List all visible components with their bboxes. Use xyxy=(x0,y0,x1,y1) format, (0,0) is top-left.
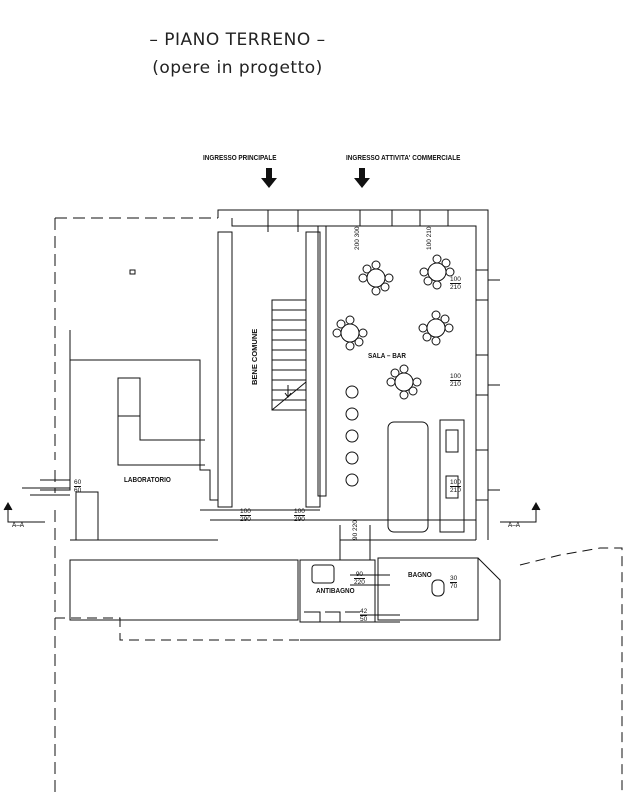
openings-lines xyxy=(22,210,500,623)
laboratorio-walls xyxy=(40,269,218,541)
table xyxy=(419,254,455,290)
label-bene-comune: BENE COMUNE xyxy=(250,328,259,385)
bene-comune-wall-left xyxy=(217,231,233,508)
section-mark-right xyxy=(500,501,541,523)
right-pillars xyxy=(476,269,488,501)
bar-stools xyxy=(345,385,359,487)
entrance-arrow-main xyxy=(261,168,277,188)
section-label-left: A–A xyxy=(12,520,25,529)
table xyxy=(332,315,368,351)
label-ingresso-principale: INGRESSO PRINCIPALE xyxy=(203,153,277,162)
dim-win-top-right: 100 210 xyxy=(426,226,433,250)
property-boundary xyxy=(54,217,218,793)
label-sala-bar: SALA – BAR xyxy=(368,351,407,360)
table xyxy=(358,260,394,296)
property-boundary-right xyxy=(519,547,623,793)
staircase xyxy=(271,299,307,411)
outer-wall xyxy=(217,209,489,540)
label-antibagno: ANTIBAGNO xyxy=(316,586,355,595)
table xyxy=(386,364,422,400)
table xyxy=(418,310,454,346)
dim-win-top-left: 200 300 xyxy=(354,226,361,250)
label-bagno: BAGNO xyxy=(408,570,432,579)
drawing-subtitle: (opere in progetto) xyxy=(152,58,323,78)
bar-counter xyxy=(387,419,465,533)
drawing-title: – PIANO TERRENO – xyxy=(149,30,326,50)
entrance-arrow-commercial xyxy=(354,168,370,188)
section-label-right: A–A xyxy=(508,520,521,529)
label-ingresso-commerciale: INGRESSO ATTIVITA' COMMERCIALE xyxy=(346,153,461,162)
property-boundary-bottom xyxy=(55,617,300,641)
service-rooms xyxy=(69,519,501,641)
dim-door-bar-bottom: 90 220 xyxy=(352,520,359,540)
section-mark-left xyxy=(3,501,45,523)
bar-tables xyxy=(332,254,455,400)
label-laboratorio: LABORATORIO xyxy=(124,475,171,484)
